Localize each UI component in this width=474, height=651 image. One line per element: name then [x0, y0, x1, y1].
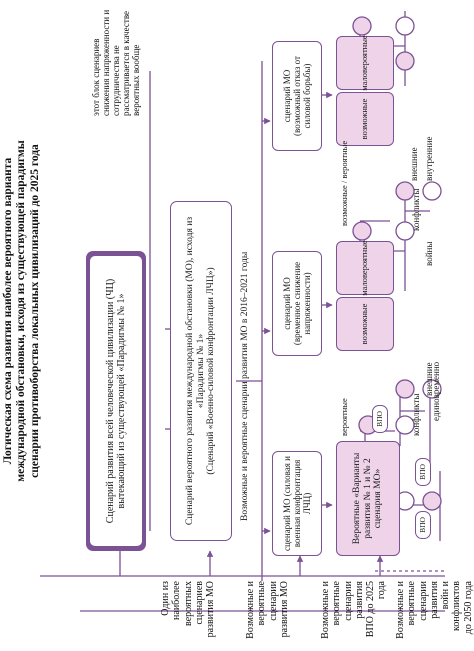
circle-c-3 — [395, 16, 415, 36]
circle-b-5 — [422, 181, 442, 201]
variants-text: Вероятные «Варианты развития № 1 и № 2 с… — [351, 452, 384, 545]
conflicts-label-b: конфликты — [411, 188, 421, 231]
vpo-box-2: ВПО — [415, 458, 431, 486]
diagram-title: Логическая схема развития наиболее вероя… — [2, 11, 42, 611]
international-scenario-subtext: (Сценарий «Военно-силовой конфронтации Л… — [206, 267, 217, 475]
period-label: Возможные и вероятные сценарии развития … — [240, 251, 250, 521]
internal-label-b: внутренние — [424, 136, 434, 181]
scenario-b-possible-box: возможные — [336, 297, 394, 351]
scenario-c-unlikely-text: маловероятные — [359, 35, 370, 91]
wars-label: войны — [424, 241, 434, 266]
scenario-c-unlikely-box: маловероятные — [336, 35, 394, 91]
scenario-b-text: сценарий МО (временное снижение напряжен… — [281, 261, 313, 346]
conflicts-label-a: конфликты — [411, 393, 421, 436]
vpo-box-3: ВПО — [372, 405, 388, 433]
circle-c-4 — [395, 51, 415, 71]
vpo-text-3: ВПО — [374, 411, 384, 427]
variants-box: Вероятные «Варианты развития № 1 и № 2 с… — [336, 441, 400, 556]
scenario-c-possible-text: возможные — [359, 98, 370, 140]
side-note: этот блок сценариев снижения напряженнос… — [91, 9, 141, 116]
left-label-one-of: Один из наиболее вероятных сценариев раз… — [160, 581, 217, 638]
circle-b-4 — [395, 181, 415, 201]
title-line-1: Логическая схема развития наиболее вероя… — [2, 157, 14, 465]
scenario-a-text: сценарий МО (силовая и военная конфронта… — [281, 456, 313, 551]
scenario-c-text: сценарий МО (возможный отказ от силовой … — [281, 56, 313, 136]
circle-a-5 — [422, 379, 442, 399]
scenario-b-possible-text: возможные — [359, 303, 370, 345]
left-label-vpo: Возможные и вероятные сценарии развития … — [320, 581, 388, 639]
scenario-c-possible-box: возможные — [336, 92, 394, 146]
civilization-scenario-box: Сценарий развития всей человеческой циви… — [86, 251, 146, 551]
circle-b-2 — [352, 221, 372, 241]
circle-b-3 — [395, 221, 415, 241]
left-label-wars: Возможные и вероятные сценарии развития … — [395, 581, 474, 639]
scenario-b-box: сценарий МО (временное снижение напряжен… — [272, 251, 322, 356]
scenario-b-unlikely-box: маловероятные — [336, 240, 394, 296]
circle-c-2 — [352, 16, 372, 36]
external-label-b: внешние — [409, 147, 419, 181]
vpo-text-1: ВПО — [417, 517, 427, 533]
title-line-2: международной обстановки, исходя из суще… — [15, 140, 28, 482]
international-scenario-text: Сценарий вероятного развития международн… — [184, 216, 206, 526]
vpo-box-1: ВПО — [415, 511, 431, 539]
scenario-a-box: сценарий МО (силовая и военная конфронта… — [272, 451, 322, 556]
international-scenario-box: Сценарий вероятного развития международн… — [170, 201, 232, 541]
civilization-scenario-text: Сценарий развития всей человеческой циви… — [90, 256, 142, 546]
diagram-stage: Логическая схема развития наиболее вероя… — [2, 9, 474, 639]
left-label-mo: Возможные и вероятные сценарии развития … — [245, 581, 290, 639]
circle-vpo-2 — [422, 491, 442, 511]
diagram-page: Логическая схема развития наиболее вероя… — [2, 9, 474, 639]
circle-a-4 — [395, 379, 415, 399]
possible-probable-label: возможные / вероятные — [339, 140, 349, 226]
vpo-text-2: ВПО — [417, 464, 427, 480]
circle-a-3 — [395, 415, 415, 435]
scenario-b-unlikely-text: маловероятные — [359, 240, 370, 296]
unified-label: единовременно — [431, 361, 441, 421]
rotated-diagram: Логическая схема развития наиболее вероя… — [2, 9, 474, 639]
scenario-c-box: сценарий МО (возможный отказ от силовой … — [272, 41, 322, 151]
probable-label: вероятные — [339, 398, 349, 436]
title-line-3: сценарии противоборства локальных цивили… — [28, 144, 41, 478]
